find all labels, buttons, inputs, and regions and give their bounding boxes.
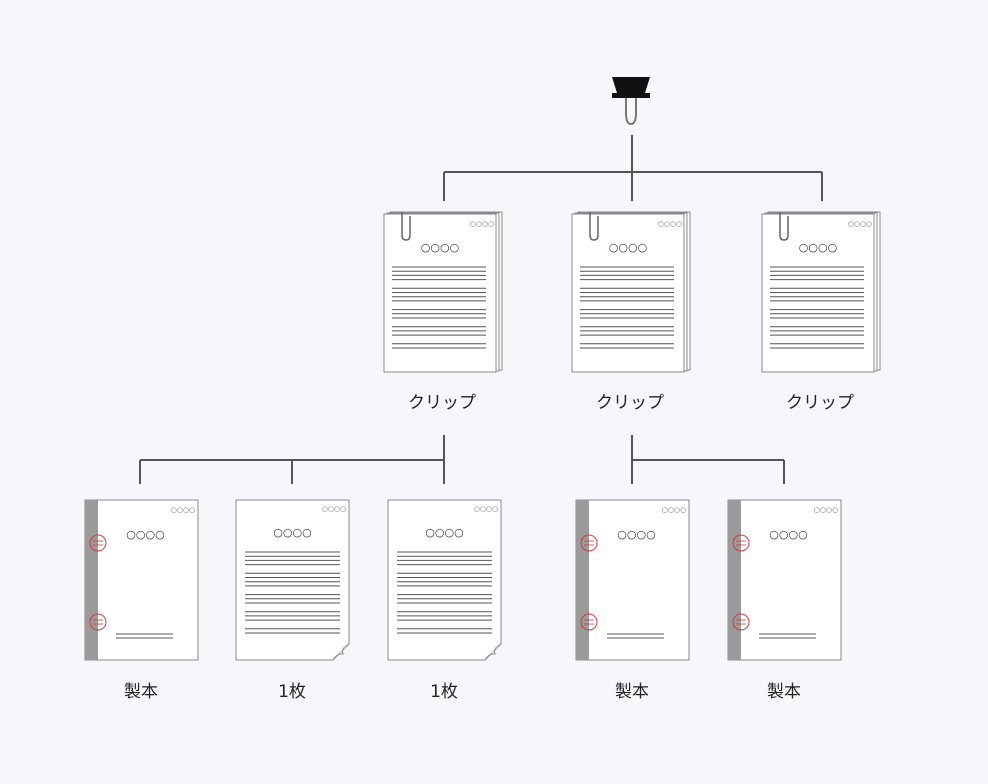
binding-spine	[576, 500, 589, 660]
clip-bundle-icon: ○○○○ ○○○○	[383, 211, 503, 373]
page-cover-text: ○○○○	[273, 526, 311, 539]
page-cover-text: ○○○○	[609, 241, 647, 254]
paper-clip-icon	[401, 212, 411, 241]
clip-bundle-icon: ○○○○ ○○○○	[571, 211, 691, 373]
group-label: クリップ	[786, 393, 854, 413]
seal-stamp-icon	[580, 613, 598, 631]
seal-stamp-icon	[89, 613, 107, 631]
connector-lines	[139, 135, 823, 484]
page-corner-text: ○○○○	[322, 505, 346, 513]
bound-booklet-icon: ○○○○ ○○○○	[575, 499, 690, 661]
page-cover-text: ○○○○	[799, 241, 837, 254]
group-label: クリップ	[408, 393, 476, 413]
bound-booklet-icon: ○○○○ ○○○○	[84, 499, 199, 661]
page-cover-text: ○○○○	[425, 526, 463, 539]
leaf-label: 製本	[124, 682, 158, 702]
page-curl	[332, 643, 350, 661]
leaf-label: 製本	[767, 682, 801, 702]
binding-spine	[85, 500, 98, 660]
leaf-label: 1枚	[278, 682, 306, 702]
page-corner-text: ○○○○	[814, 506, 838, 514]
paper-clip-icon	[779, 212, 789, 241]
page-corner-text: ○○○○	[848, 220, 872, 228]
clip-bundle-icon: ○○○○ ○○○○	[761, 211, 881, 373]
paper-clip-icon	[589, 212, 599, 241]
page-cover-text: ○○○○	[126, 528, 164, 541]
binder-clip-icon	[612, 77, 650, 126]
group-label: クリップ	[596, 393, 664, 413]
seal-stamp-icon	[732, 534, 750, 552]
page-cover-text: ○○○○	[421, 241, 459, 254]
binding-spine	[728, 500, 741, 660]
leaf-label: 1枚	[430, 682, 458, 702]
leaf-label: 製本	[615, 682, 649, 702]
page-cover-text: ○○○○	[769, 528, 807, 541]
page-corner-text: ○○○○	[658, 220, 682, 228]
page-cover-text: ○○○○	[617, 528, 655, 541]
seal-stamp-icon	[732, 613, 750, 631]
page-corner-text: ○○○○	[470, 220, 494, 228]
seal-stamp-icon	[89, 534, 107, 552]
page-corner-text: ○○○○	[171, 506, 195, 514]
single-sheet-icon: ○○○○ ○○○○	[235, 499, 350, 661]
seal-stamp-icon	[580, 534, 598, 552]
page-curl	[484, 643, 502, 661]
single-sheet-icon: ○○○○ ○○○○	[387, 499, 502, 661]
page-corner-text: ○○○○	[662, 506, 686, 514]
page-corner-text: ○○○○	[474, 505, 498, 513]
bound-booklet-icon: ○○○○ ○○○○	[727, 499, 842, 661]
